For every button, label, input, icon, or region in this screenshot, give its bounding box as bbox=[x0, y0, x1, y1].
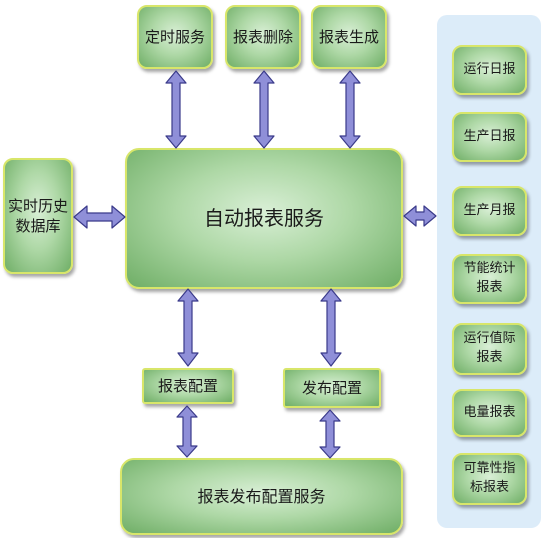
timer-service-label: 定时服务 bbox=[144, 27, 205, 46]
arrow-publish-config-publish bbox=[319, 409, 341, 459]
arrow-generate-main bbox=[339, 70, 361, 149]
report-delete-box: 报表删除 bbox=[225, 5, 301, 69]
report-item-label: 可靠性指标报表 bbox=[463, 461, 516, 495]
arrow-main-panel bbox=[403, 205, 437, 227]
report-item-run-daily: 运行日报 bbox=[452, 45, 527, 95]
report-item-label: 电量报表 bbox=[463, 404, 516, 420]
publish-config-box: 发布配置 bbox=[283, 368, 381, 408]
database-box: 实时历史 数据库 bbox=[3, 158, 73, 274]
publish-config-label: 发布配置 bbox=[301, 378, 362, 397]
report-item-shift: 运行值际报表 bbox=[452, 323, 527, 375]
arrow-report-config-publish bbox=[176, 405, 198, 458]
timer-service-box: 定时服务 bbox=[137, 5, 213, 69]
report-item-electricity: 电量报表 bbox=[452, 389, 527, 437]
report-item-energy-saving: 节能统计报表 bbox=[452, 254, 527, 304]
arrow-delete-main bbox=[253, 70, 275, 149]
database-label-line2: 数据库 bbox=[15, 217, 61, 235]
report-item-production-monthly: 生产月报 bbox=[452, 186, 527, 236]
arrow-main-publish-config bbox=[320, 288, 342, 367]
database-label-line1: 实时历史 bbox=[7, 196, 68, 215]
report-config-box: 报表配置 bbox=[142, 368, 234, 404]
report-item-reliability: 可靠性指标报表 bbox=[452, 453, 527, 505]
report-item-production-daily: 生产日报 bbox=[452, 112, 527, 162]
report-config-label: 报表配置 bbox=[157, 376, 218, 395]
arrow-main-report-config bbox=[177, 288, 199, 367]
arrow-database-main bbox=[73, 205, 126, 229]
publish-config-service-label: 报表发布配置服务 bbox=[197, 486, 326, 506]
report-item-label: 运行日报 bbox=[463, 61, 516, 77]
report-item-label: 节能统计报表 bbox=[463, 261, 516, 295]
report-item-label: 生产月报 bbox=[463, 202, 516, 218]
report-delete-label: 报表删除 bbox=[232, 27, 293, 46]
auto-report-service-box: 自动报表服务 bbox=[125, 148, 403, 289]
auto-report-service-label: 自动报表服务 bbox=[204, 206, 324, 230]
report-item-label: 生产日报 bbox=[463, 128, 516, 144]
report-generate-label: 报表生成 bbox=[318, 27, 379, 46]
publish-config-service-box: 报表发布配置服务 bbox=[120, 458, 403, 535]
arrow-timer-main bbox=[165, 70, 187, 149]
report-generate-box: 报表生成 bbox=[311, 5, 387, 69]
report-item-label: 运行值际报表 bbox=[463, 331, 516, 365]
